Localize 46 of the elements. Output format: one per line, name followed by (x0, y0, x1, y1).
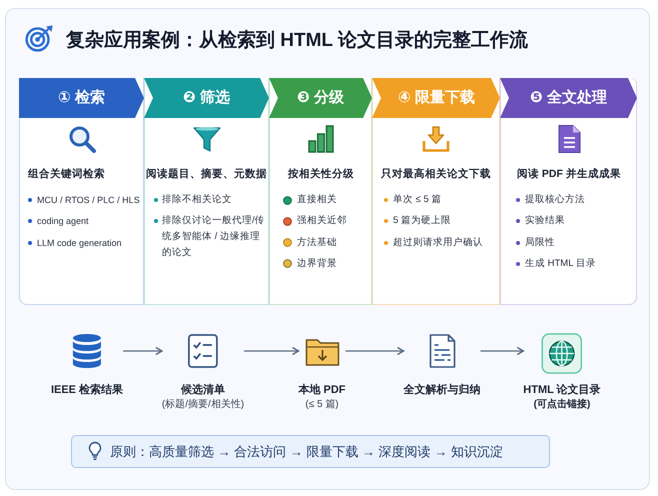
stage-title: ④ 限量下载 (398, 89, 475, 107)
list-item-text: 局限性 (525, 236, 555, 250)
column-heading: 按相关性分级 (288, 167, 354, 182)
arrow (346, 346, 404, 356)
step-label: 候选清单 (181, 383, 225, 397)
step-note: (≤ 5 篇) (305, 398, 339, 412)
title-text: 复杂应用案例：从检索到 HTML 论文目录的完整工作流 (66, 29, 528, 53)
list-item-text: coding agent (37, 215, 89, 228)
step-note: (标题/摘要/相关性) (162, 398, 244, 412)
list-item-text: 直接相关 (297, 193, 337, 207)
stage-title: ❸ 分级 (297, 89, 344, 107)
list-item-text: 超过则请求用户确认 (393, 236, 483, 250)
stage-title: ① 检索 (58, 89, 105, 107)
list-item-text: MCU / RTOS / PLC / HLS (37, 194, 140, 207)
step-label: 全文解析与归纳 (404, 383, 480, 397)
stage-card (144, 78, 269, 305)
list-item-text: 方法基础 (297, 236, 337, 250)
column-heading: 阅读 PDF 并生成成果 (517, 167, 621, 182)
principle-banner (71, 435, 550, 468)
principle-text: 原则：高质量筛选 → 合法访问 → 限量下载 → 深度阅读 → 知识沉淀 (110, 443, 503, 460)
arrow (480, 346, 524, 356)
list-item-text: 边界背景 (297, 256, 337, 271)
step-label: HTML 论文目录 (523, 383, 601, 397)
list-item-text: 排除不相关论文 (162, 193, 232, 207)
stage-card (19, 78, 144, 305)
list-item-text: LLM code generation (37, 236, 122, 250)
list-item-text: 单次 ≤ 5 篇 (393, 193, 442, 207)
step-label: IEEE 检索结果 (50, 383, 124, 397)
arrow (123, 346, 163, 356)
step-label: 本地 PDF (298, 383, 346, 397)
list-item-text: 强相关近邻 (297, 214, 347, 228)
stage-card (372, 78, 500, 305)
list-item-text: 实验结果 (525, 214, 565, 228)
list-item-text: 生成 HTML 目录 (525, 256, 596, 271)
stage-card (269, 78, 372, 305)
step-note: (可点击锚接) (534, 398, 590, 412)
list-item-text: 排除仅讨论一般代理/传统多智能体 / 边缘推理的论文 (162, 214, 265, 260)
list-item-text: 提取核心方法 (525, 193, 585, 207)
column-heading: 阅读题目、摘要、元数据 (146, 167, 267, 182)
stage-card (500, 78, 637, 305)
list-item-text: 5 篇为硬上限 (393, 214, 451, 228)
arrow (244, 346, 300, 356)
column-heading: 只对最高相关论文下载 (381, 166, 491, 182)
stage-title: ❷ 筛选 (183, 89, 230, 107)
stage-title: ❺ 全文处理 (530, 89, 607, 107)
column-heading: 组合关键词检索 (28, 167, 105, 182)
